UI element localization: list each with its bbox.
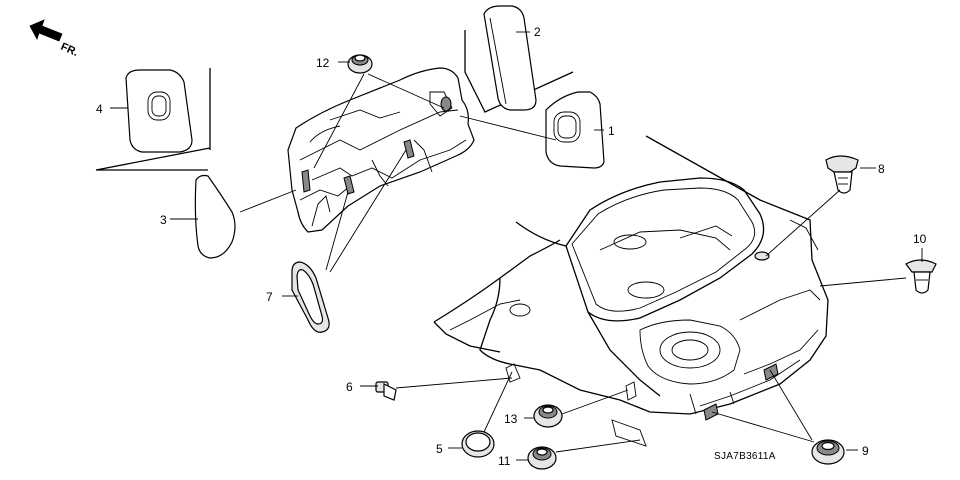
panel-box-left (95, 68, 211, 171)
callout-1: 1 (608, 124, 615, 138)
part-10-clip (905, 259, 937, 294)
callout-9: 9 (862, 444, 869, 458)
callout-labels: 1 2 3 4 5 6 7 8 9 10 11 12 13 (96, 25, 927, 468)
callout-5: 5 (436, 442, 443, 456)
front-label: FR. (59, 41, 80, 59)
drawing-code: SJA7B3611A (714, 451, 776, 462)
part-2-seal-strip (483, 5, 537, 111)
callout-10: 10 (913, 232, 927, 246)
rear-body-assembly (433, 135, 829, 447)
callout-12: 12 (316, 56, 330, 70)
part-8-clip (825, 155, 859, 194)
callout-3: 3 (160, 213, 167, 227)
part-7-ring-seal (291, 261, 330, 333)
callout-13: 13 (504, 412, 518, 426)
callout-2: 2 (534, 25, 541, 39)
front-arrow-icon (29, 19, 63, 42)
part-9-grommet (811, 439, 845, 465)
callout-4: 4 (96, 102, 103, 116)
callout-11: 11 (498, 454, 511, 468)
part-5-plug (461, 430, 495, 458)
front-arrow-indicator: FR. (29, 19, 80, 59)
part-1-seal-plate (545, 91, 605, 169)
callout-6: 6 (346, 380, 353, 394)
part-11-grommet (527, 446, 557, 470)
leader-lines (110, 31, 923, 461)
part-12-grommet (347, 54, 373, 74)
callout-8: 8 (878, 162, 885, 176)
part-13-grommet (533, 404, 563, 428)
part-4-seal-plate (125, 69, 193, 153)
floor-panel-assembly (287, 67, 475, 233)
part-3-seal-patch (194, 174, 236, 259)
callout-7: 7 (266, 290, 273, 304)
part-6-clip (375, 381, 397, 401)
